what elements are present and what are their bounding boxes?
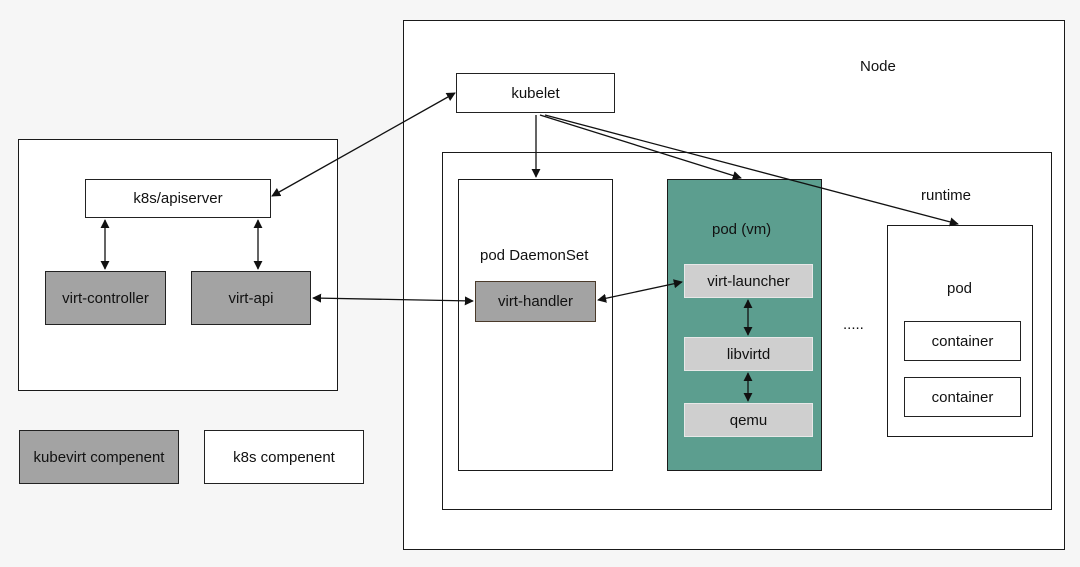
container-box: container xyxy=(904,377,1021,417)
node-title: Node xyxy=(860,58,896,75)
container-box: container xyxy=(904,321,1021,361)
runtime-title: runtime xyxy=(921,187,972,204)
libvirtd-box: libvirtd xyxy=(684,337,813,371)
daemonset-pod-box xyxy=(458,179,613,471)
apiserver-box: k8s/apiserver xyxy=(85,179,271,218)
virt-controller-box: virt-controller xyxy=(45,271,166,325)
vm-pod-title: pod (vm) xyxy=(712,221,772,238)
legend-kubevirt: kubevirt compenent xyxy=(19,430,179,484)
kubelet-box: kubelet xyxy=(456,73,615,113)
qemu-box: qemu xyxy=(684,403,813,437)
virt-handler-box: virt-handler xyxy=(475,281,596,322)
legend-k8s: k8s compenent xyxy=(204,430,364,484)
virt-launcher-box: virt-launcher xyxy=(684,264,813,298)
virt-api-box: virt-api xyxy=(191,271,311,325)
generic-pod-title: pod xyxy=(947,280,973,297)
more-pods-ellipsis: ..... xyxy=(843,316,864,333)
daemonset-title: pod DaemonSet xyxy=(480,247,589,264)
control-plane-box xyxy=(18,139,338,391)
